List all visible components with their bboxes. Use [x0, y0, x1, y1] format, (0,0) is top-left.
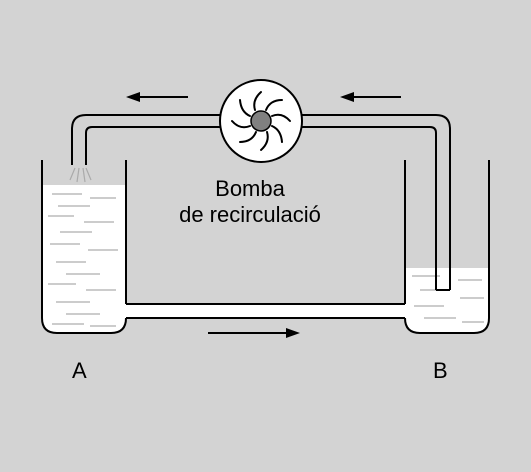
- arrow-left-icon: [126, 92, 188, 102]
- arrow-left-icon: [340, 92, 401, 102]
- pump-label: Bomba de recirculació: [150, 176, 350, 228]
- tank-b-label: B: [433, 358, 448, 383]
- tank-a-wall: [41, 160, 127, 334]
- pump-hub: [250, 110, 272, 132]
- tank-b: [404, 160, 490, 334]
- arrow-right-icon: [208, 328, 300, 338]
- tank-b-wall: [404, 160, 490, 334]
- pump-label-line2: de recirculació: [179, 202, 321, 227]
- tank-a-label: A: [72, 358, 87, 383]
- pump: [219, 79, 303, 163]
- tank-b-surface-lines: [412, 275, 484, 323]
- pump-label-line1: Bomba: [215, 176, 285, 201]
- bottom-pipe: [125, 303, 406, 319]
- tank-a-liquid: [42, 185, 126, 333]
- tank-b-liquid: [405, 268, 489, 333]
- tank-a: [41, 160, 127, 334]
- tank-a-surface-lines: [48, 193, 118, 327]
- pump-impeller-icon: [231, 91, 291, 151]
- spray-icon: [69, 167, 92, 183]
